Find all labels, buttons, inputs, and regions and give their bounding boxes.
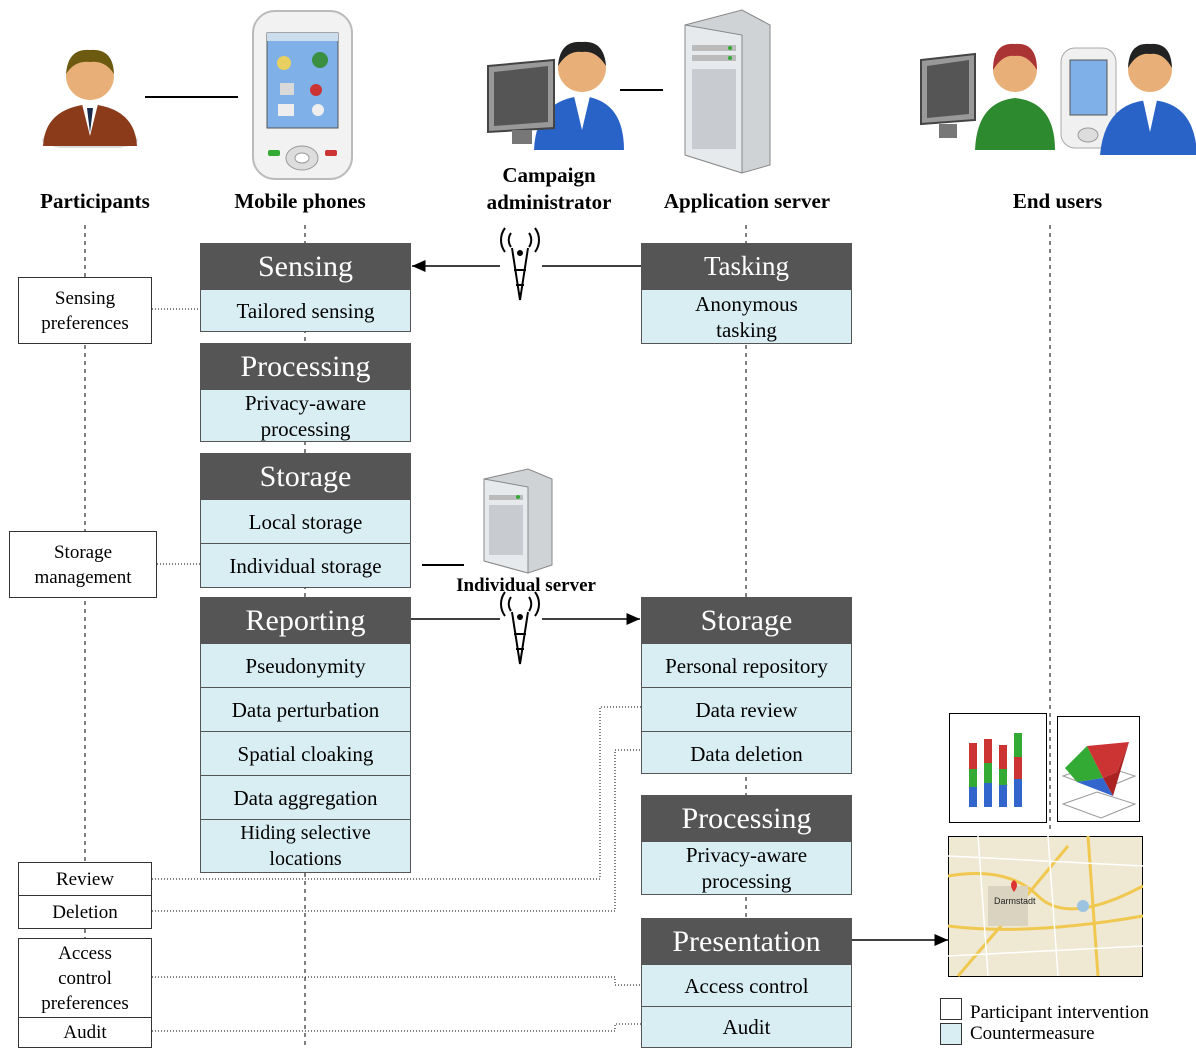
review-box: Review <box>18 862 152 896</box>
application-server-label: Application server <box>663 189 831 213</box>
block-title: Reporting <box>201 598 410 643</box>
block-title: Sensing <box>201 244 410 289</box>
block-title: Processing <box>642 796 851 841</box>
reporting-block: Reporting Pseudonymity Data perturbation… <box>200 597 411 873</box>
legend-label: Countermeasure <box>970 1023 1095 1044</box>
block-title: Storage <box>642 598 851 643</box>
block-item: Data aggregation <box>201 775 410 819</box>
block-title: Processing <box>201 344 410 389</box>
legend-participant-intervention: Participant intervention <box>940 994 1149 1024</box>
storage-management-box: Storage management <box>9 531 157 598</box>
block-item: Hiding selective locations <box>201 819 410 872</box>
administrator-person-icon <box>487 41 624 150</box>
mobile-phone-icon <box>252 10 353 180</box>
phone-storage-block: Storage Local storage Individual storage <box>200 453 411 588</box>
individual-server-icon <box>483 468 553 574</box>
block-item: Individual storage <box>201 543 410 587</box>
map-city-label: Darmstadt <box>994 896 1036 906</box>
participants-label: Participants <box>40 189 150 213</box>
block-item: Audit <box>642 1006 851 1047</box>
block-title: Tasking <box>642 244 851 289</box>
block-item: Data deletion <box>642 731 851 775</box>
bar-chart-thumbnail-icon <box>949 713 1047 823</box>
block-item: Local storage <box>201 499 410 543</box>
legend-countermeasure: Countermeasure <box>940 1023 1095 1045</box>
block-item: Tailored sensing <box>201 289 410 331</box>
block-item: Anonymous tasking <box>642 289 851 343</box>
city-map-thumbnail: Darmstadt <box>948 836 1143 977</box>
participant-person-icon <box>42 49 138 148</box>
legend-swatch <box>940 998 962 1020</box>
block-item: Privacy-aware processing <box>201 389 410 441</box>
legend-label: Participant intervention <box>970 1002 1149 1023</box>
end-users-icon <box>920 43 1196 155</box>
block-item: Data perturbation <box>201 687 410 731</box>
audit-box: Audit <box>18 1017 152 1048</box>
block-item: Access control <box>642 964 851 1006</box>
access-control-preferences-box: Access control preferences <box>18 938 152 1018</box>
antenna-icon <box>500 591 540 665</box>
end-users-label: End users <box>1012 189 1103 213</box>
block-title: Storage <box>201 454 410 499</box>
antenna-icon <box>500 227 540 301</box>
mobile-phones-label: Mobile phones <box>234 189 366 213</box>
legend-swatch <box>940 1023 962 1045</box>
block-item: Data review <box>642 687 851 731</box>
sensing-block: Sensing Tailored sensing <box>200 243 411 332</box>
phone-processing-block: Processing Privacy-aware processing <box>200 343 411 442</box>
tasking-block: Tasking Anonymous tasking <box>641 243 852 344</box>
block-item: Pseudonymity <box>201 643 410 687</box>
individual-server-label: Individual server <box>456 575 596 596</box>
deletion-box: Deletion <box>18 895 152 929</box>
surface-chart-thumbnail-icon <box>1057 716 1140 822</box>
server-storage-block: Storage Personal repository Data review … <box>641 597 852 774</box>
presentation-block: Presentation Access control Audit <box>641 918 852 1048</box>
block-item: Personal repository <box>642 643 851 687</box>
block-item: Spatial cloaking <box>201 731 410 775</box>
sensing-preferences-box: Sensing preferences <box>18 277 152 344</box>
block-title: Presentation <box>642 919 851 964</box>
block-item: Privacy-aware processing <box>642 841 851 894</box>
application-server-icon <box>684 9 771 174</box>
server-processing-block: Processing Privacy-aware processing <box>641 795 852 895</box>
